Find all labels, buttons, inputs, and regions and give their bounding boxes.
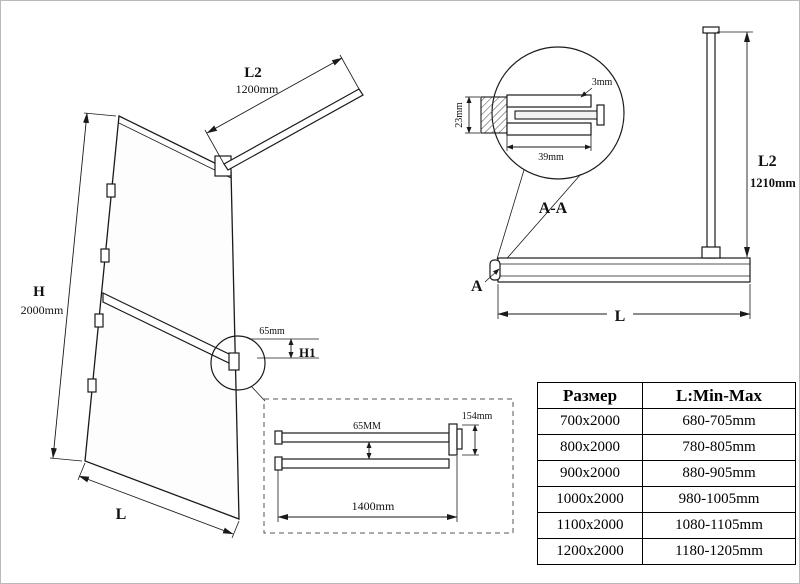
right-bracket-pad [456,428,463,450]
right-bracket [448,423,458,456]
detail-leader-line [250,385,266,402]
clamp-top-arm [506,94,592,108]
bar-top-cap [702,26,720,34]
top-bar-left-cap [274,430,283,445]
top-bar [281,432,450,443]
h1-dimension: 65mm H1 [249,326,319,360]
size-cell: 700x2000 [537,408,643,435]
side-l2-value: 1210mm [750,176,796,190]
l2-value: 1200mm [236,82,279,96]
h1-label: H1 [299,345,316,360]
table-header-row: Размер L:Min-Max [537,382,796,409]
l2-label: L2 [244,65,262,81]
offset-65mm-value: 65mm [259,326,285,337]
bottom-bar [281,458,450,469]
section-a-label: A [471,278,483,295]
size-cell: 1200x2000 [537,538,643,565]
h-dimension: H 2000mm [21,112,117,462]
bottom-bar-left-cap [274,456,283,471]
panel-top-view [497,257,751,283]
glass-section [514,110,604,120]
h-value: 2000mm [21,303,64,317]
support-bar [223,88,364,171]
l-dimension: L [77,462,240,539]
dim-3mm: 3mm [580,77,613,98]
side-l-label: L [615,308,626,325]
support-bar-vertical [706,30,716,259]
side-view: L2 1210mm A L [471,26,796,325]
side-l2-dimension: L2 1210mm [717,31,796,258]
dim-154mm-value: 154mm [462,411,493,422]
detail-box [263,398,514,534]
h-label: H [33,284,45,300]
col-header-range: L:Min-Max [642,382,796,409]
aa-leader-line-1 [496,169,525,260]
section-a-callout: A [471,268,500,295]
range-cell: 680-705mm [642,408,796,435]
dim-39mm: 39mm [506,135,592,163]
dim-65mm: 65MM [353,421,381,460]
aa-leader-line-2 [501,173,582,265]
side-l-dimension: L [497,284,751,325]
l-label: L [116,506,127,523]
size-cell: 900x2000 [537,460,643,487]
range-cell: 980-1005mm [642,486,796,513]
wall-clips [87,183,116,393]
size-cell: 800x2000 [537,434,643,461]
isometric-view: L2 1200mm H 2000mm 65mm H1 [21,54,364,539]
detail-circle [210,335,266,391]
dim-39mm-value: 39mm [538,152,564,163]
dim-154mm: 154mm [462,411,493,456]
col-header-size: Размер [537,382,643,409]
size-cell: 1100x2000 [537,512,643,539]
bar-bottom-clamp [701,246,721,259]
towel-bar-end [228,352,240,371]
wall-profile-hatched [480,96,508,134]
dim-3mm-value: 3mm [592,77,613,88]
range-cell: 780-805mm [642,434,796,461]
clamp-bottom-arm [506,122,592,136]
glass-end-hook [596,104,605,126]
glass-top-edge-line [118,122,232,179]
dim-23mm: 23mm [454,96,480,134]
range-cell: 1180-1205mm [642,538,796,565]
range-cell: 1080-1105mm [642,512,796,539]
section-title-aa: A-A [539,200,568,217]
dim-1400mm: 1400mm [277,456,458,522]
bar-detail-view: 65MM 154mm 1400mm [263,398,514,534]
dim-65mm-value: 65MM [353,421,381,432]
dim-23mm-value: 23mm [454,102,465,128]
detail-view-aa: 3mm 23mm 39mm A-A [454,46,625,265]
l2-dimension: L2 1200mm [204,54,360,165]
glass-panel [84,115,240,520]
size-cell: 1000x2000 [537,486,643,513]
dim-1400mm-value: 1400mm [352,499,395,513]
range-cell: 880-905mm [642,460,796,487]
side-l2-label: L2 [758,153,777,170]
